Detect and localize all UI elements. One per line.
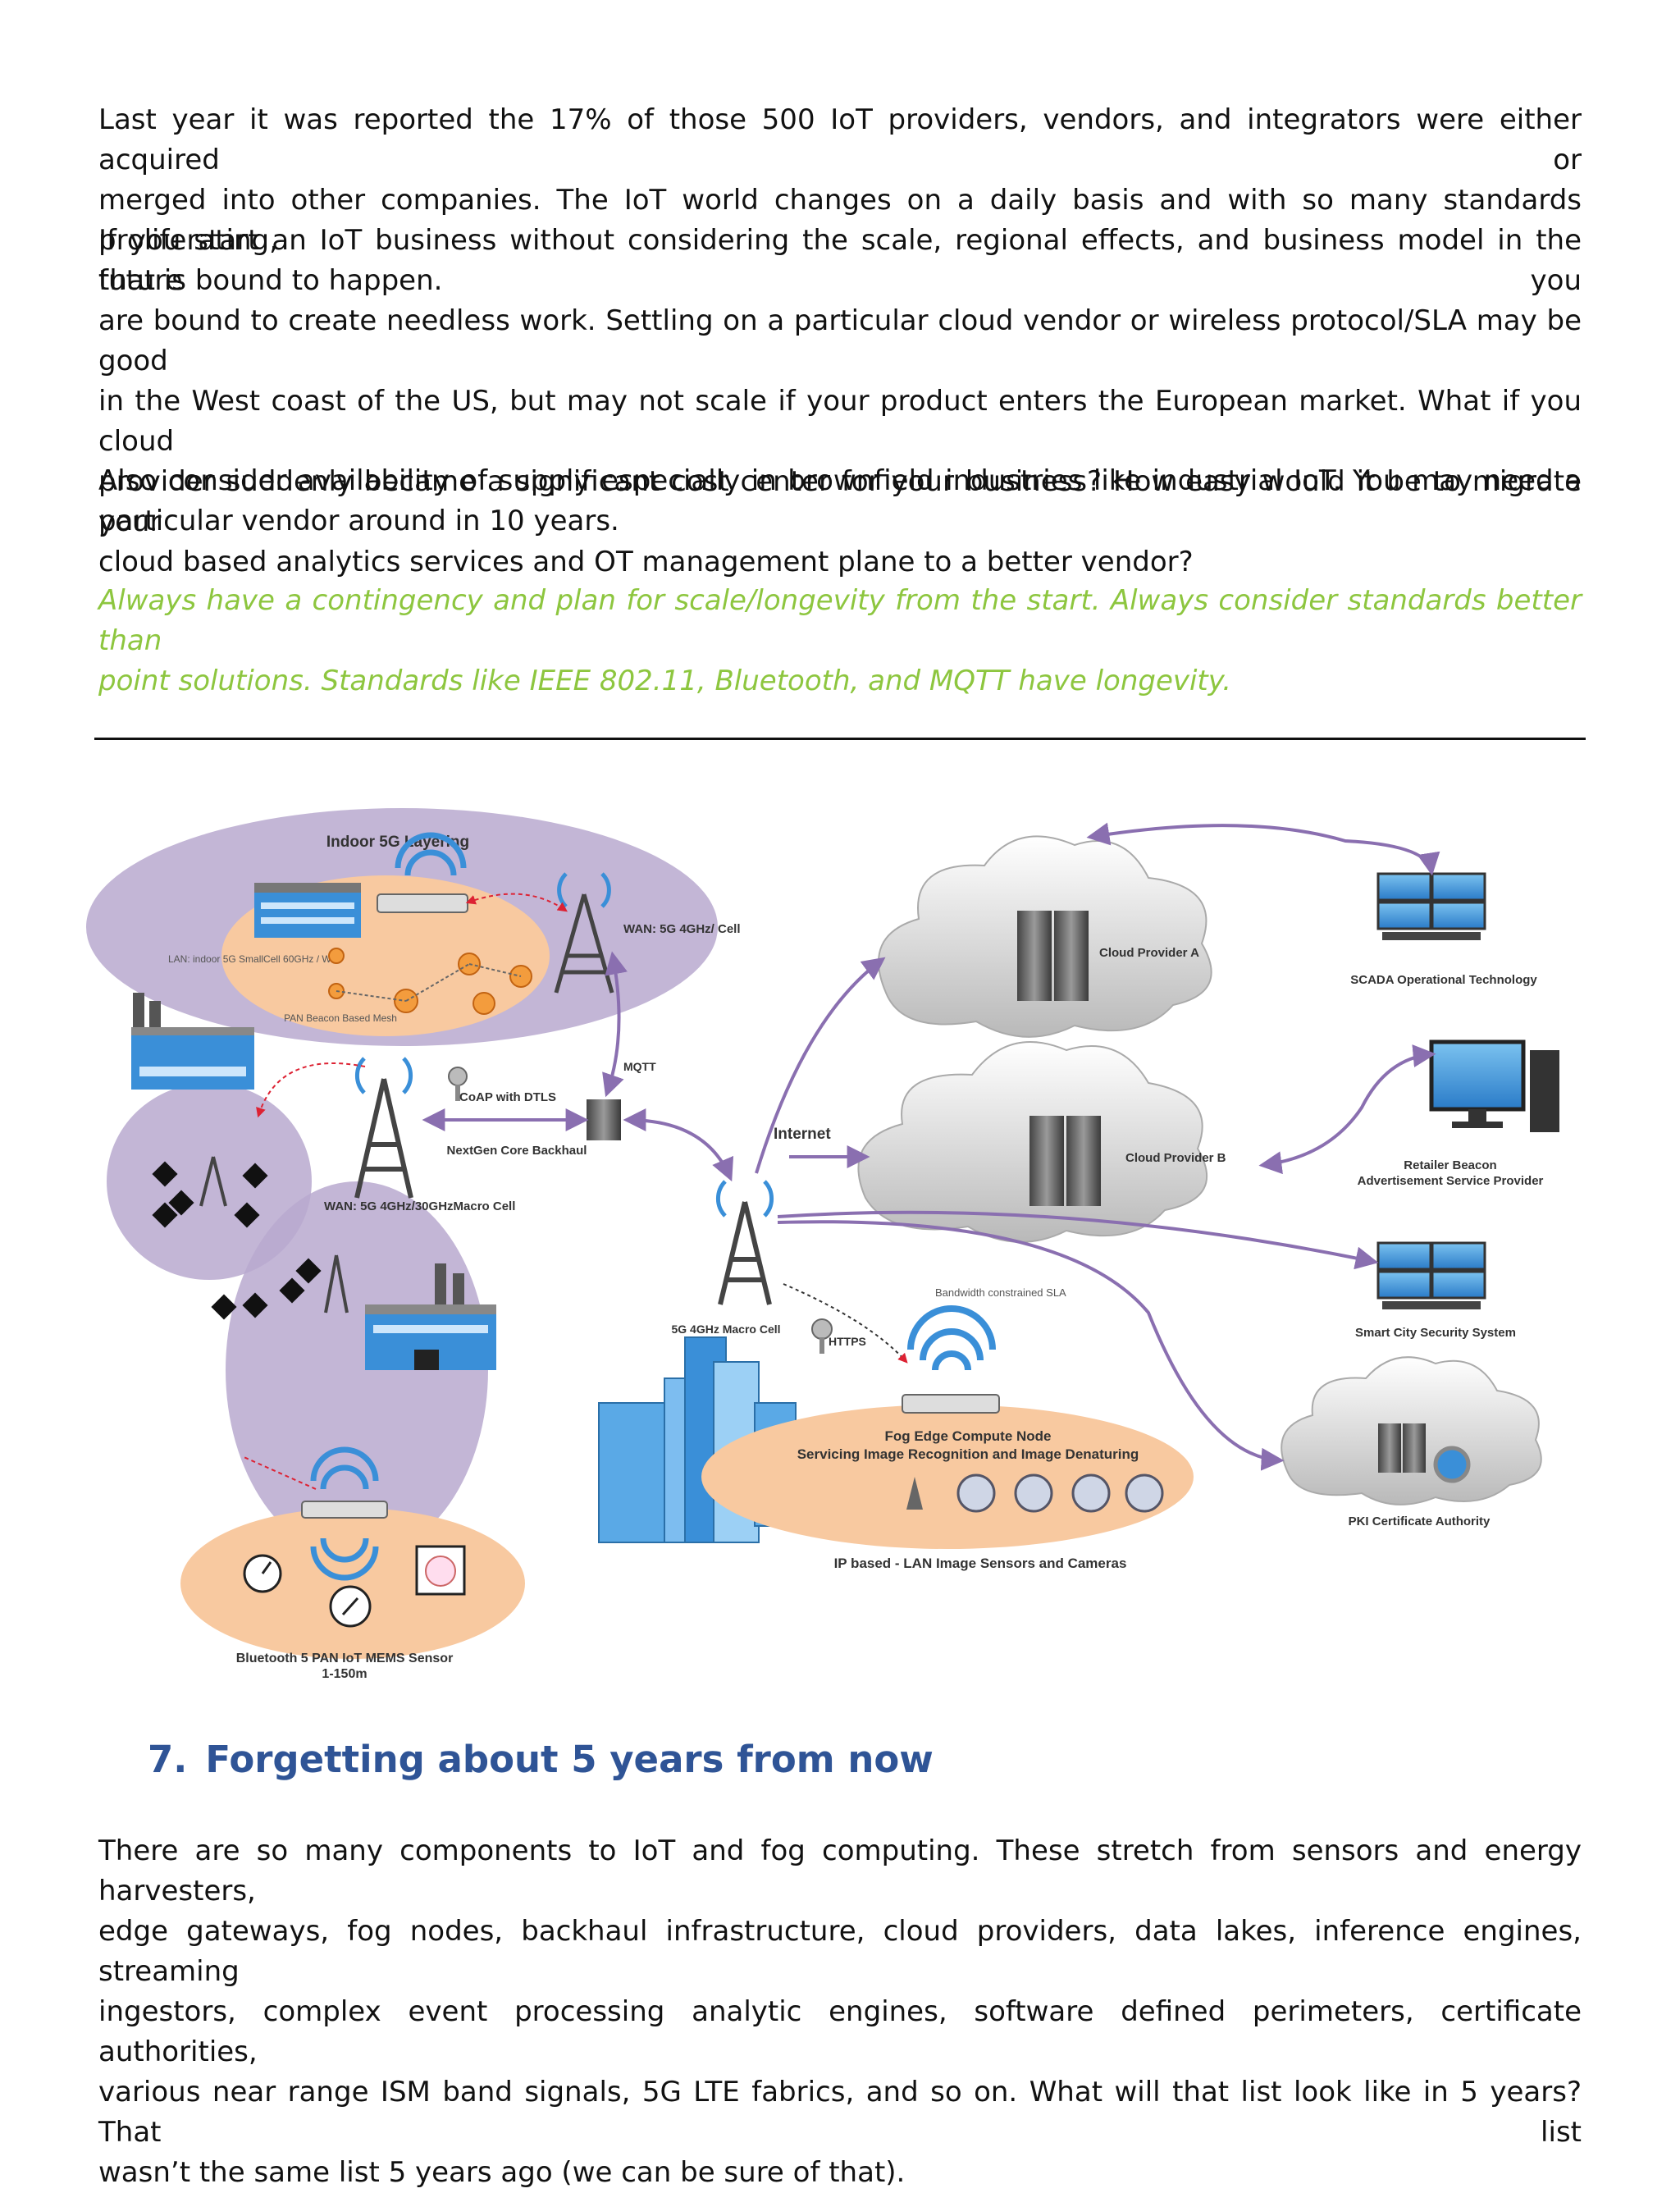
smart-city-monitor-icon: Smart City Security System	[1355, 1241, 1516, 1340]
text-line: ingestors, complex event processing anal…	[98, 1995, 1582, 2068]
iot-architecture-diagram: Indoor 5G Layering WAN: 5G 4GHz/ Cell LA…	[86, 808, 1559, 1681]
fog-router-icon	[902, 1305, 1000, 1414]
fog-service-label: Servicing Image Recognition and Image De…	[797, 1446, 1139, 1462]
bluetooth-pan-zone: Bluetooth 5 PAN IoT MEMS Sensor 1-150m	[180, 1446, 525, 1681]
horizontal-rule	[94, 738, 1586, 740]
fog-node-label: Fog Edge Compute Node	[884, 1428, 1051, 1444]
section-heading: 7. Forgetting about 5 years from now	[148, 1738, 934, 1781]
paragraph-supply: Also consider availability of supply esp…	[98, 461, 1582, 541]
section-number: 7.	[148, 1738, 188, 1781]
text-line: particular vendor around in 10 years.	[98, 505, 619, 537]
sensor-chip-icon	[415, 1545, 466, 1596]
text-line: wasn’t the same list 5 years ago (we can…	[98, 2156, 906, 2189]
fog-edge-zone: Fog Edge Compute Node Servicing Image Re…	[701, 1305, 1194, 1571]
cloud-a-label: Cloud Provider A	[1099, 946, 1199, 960]
text-line: various near range ISM band signals, 5G …	[98, 2076, 1582, 2149]
industrial-zone-upper	[107, 993, 312, 1280]
paragraph-acquisitions: Last year it was reported the 17% of tho…	[98, 100, 1582, 301]
bluetooth-label: Bluetooth 5 PAN IoT MEMS Sensor	[236, 1652, 454, 1665]
bandwidth-label: Bandwidth constrained SLA	[935, 1286, 1066, 1299]
nextgen-label: NextGen Core Backhaul	[447, 1144, 587, 1158]
text-line: edge gateways, fog nodes, backhaul infra…	[98, 1915, 1582, 1988]
smart-city-label: Smart City Security System	[1355, 1326, 1516, 1340]
backhaul-server-icon: NextGen Core Backhaul	[447, 1099, 621, 1158]
text-line: that is bound to happen.	[98, 264, 443, 297]
text-line: cloud based analytics services and OT ma…	[98, 546, 1194, 578]
scada-monitor-icon: SCADA Operational Technology	[1350, 872, 1537, 987]
macro-cell-label: 5G 4GHz Macro Cell	[671, 1323, 780, 1336]
industrial-zone-lower	[211, 1181, 496, 1559]
pki-label: PKI Certificate Authority	[1349, 1515, 1491, 1528]
internet-macro-tower: Internet 5G 4GHz Macro Cell	[671, 1126, 831, 1336]
paragraph-scale: If you start an IoT business without con…	[98, 221, 1582, 583]
coap-label: CoAP with DTLS	[459, 1090, 556, 1104]
beacon-mesh-nodes	[328, 948, 532, 1015]
https-label: HTTPS	[829, 1335, 866, 1348]
mqtt-label: MQTT	[623, 1060, 656, 1073]
bluetooth-range-label: 1-150m	[322, 1667, 367, 1681]
text-line: If you start an IoT business without con…	[98, 224, 1582, 297]
macro-cell-tower: WAN: 5G 4GHz/30GHzMacro Cell	[256, 1057, 515, 1213]
indoor-5g-zone: Indoor 5G Layering WAN: 5G 4GHz/ Cell LA…	[86, 808, 741, 1046]
cloud-provider-a: Cloud Provider A	[878, 835, 1212, 1038]
bluetooth-router-icon	[301, 1446, 388, 1581]
pki-cloud: PKI Certificate Authority	[1281, 1356, 1542, 1528]
gauge-icon	[243, 1554, 282, 1593]
text-line: in the West coast of the US, but may not…	[98, 385, 1582, 458]
text-line: provider suddenly became a significant c…	[98, 465, 1582, 538]
https-key-icon	[811, 1318, 833, 1354]
text-line: merged into other companies. The IoT wor…	[98, 184, 1582, 257]
wan-cell-label: WAN: 5G 4GHz/ Cell	[623, 922, 741, 936]
wifi-router-icon	[377, 832, 468, 913]
text-line: Also consider availability of supply esp…	[98, 464, 1582, 497]
text-line: are bound to create needless work. Settl…	[98, 304, 1582, 377]
pan-beacon-label: PAN Beacon Based Mesh	[284, 1012, 397, 1024]
paragraph-components: There are so many components to IoT and …	[98, 1831, 1582, 2193]
paragraph-contingency-tip: Always have a contingency and plan for s…	[98, 581, 1582, 701]
text-line: point solutions. Standards like IEEE 802…	[98, 665, 1232, 697]
section-title: Forgetting about 5 years from now	[205, 1738, 934, 1781]
cell-tower-icon	[554, 872, 614, 994]
text-line: Always have a contingency and plan for s…	[98, 584, 1582, 657]
compass-icon	[329, 1585, 372, 1628]
internet-label: Internet	[774, 1126, 831, 1143]
retailer-pc-icon: Retailer Beacon Advertisement Service Pr…	[1358, 1039, 1559, 1188]
coap-dtls: CoAP with DTLS	[448, 1067, 556, 1104]
scada-label: SCADA Operational Technology	[1350, 973, 1537, 987]
antenna-icon	[906, 1477, 923, 1510]
retailer-label-1: Retailer Beacon	[1404, 1158, 1496, 1172]
lan-indoor-label: LAN: indoor 5G SmallCell 60GHz / WiFi	[168, 953, 341, 965]
text-line: Last year it was reported the 17% of tho…	[98, 103, 1582, 176]
camera-icons	[956, 1473, 1164, 1513]
retailer-label-2: Advertisement Service Provider	[1358, 1174, 1544, 1188]
cloud-b-label: Cloud Provider B	[1125, 1151, 1226, 1165]
wan-macro-label: WAN: 5G 4GHz/30GHzMacro Cell	[324, 1199, 515, 1213]
office-building-icon	[254, 883, 361, 938]
text-line: There are so many components to IoT and …	[98, 1834, 1582, 1907]
ip-lan-label: IP based - LAN Image Sensors and Cameras	[834, 1556, 1127, 1571]
